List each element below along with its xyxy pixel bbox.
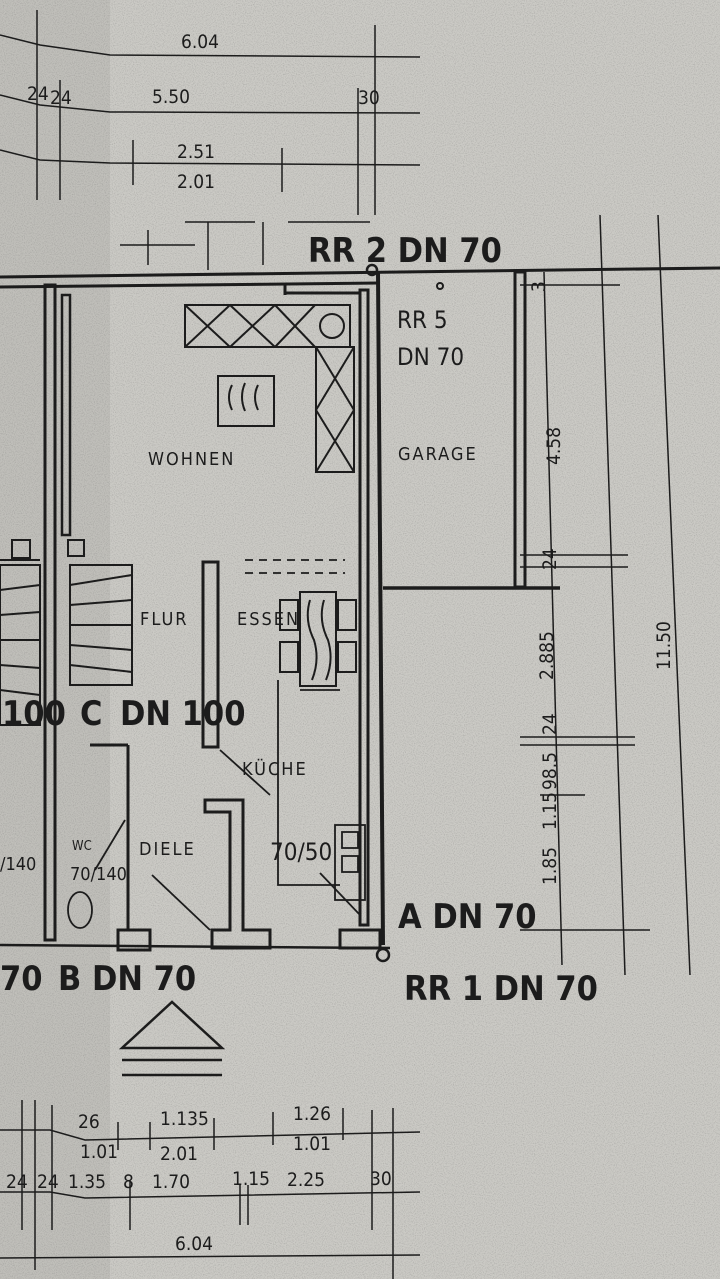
dim-top-wall-a: 24 (27, 83, 49, 105)
dim-right-top-wall: 3 (528, 281, 550, 292)
walls (0, 263, 720, 963)
dim-right-985: 98.5 (539, 752, 561, 790)
pipe-dn100: DN 100 (120, 694, 246, 734)
dim-top-total: 6.04 (181, 31, 219, 53)
room-kueche: KÜCHE (242, 758, 308, 780)
dim-bottom-row3-3: 8 (123, 1171, 134, 1193)
dim-bottom-total: 6.04 (175, 1233, 213, 1255)
pipe-left-100: 100 (2, 694, 66, 734)
room-wohnen: WOHNEN (148, 449, 235, 470)
dim-bottom-row3-2: 1.35 (68, 1171, 106, 1193)
dim-bottom-row3-0: 24 (6, 1171, 28, 1193)
dim-right-2885: 2.885 (536, 631, 558, 680)
pipe-c: C (80, 694, 102, 734)
dim-top-lower: 2.01 (177, 171, 215, 193)
dim-bottom-row1-0: 26 (78, 1111, 100, 1133)
dim-bottom-row3-7: 30 (370, 1168, 392, 1190)
dim-bottom-row2-2: 1.01 (293, 1133, 331, 1155)
fixture-size: 70/50 (270, 838, 332, 866)
dim-right-458: 4.58 (543, 427, 565, 465)
dim-right-185: 1.85 (539, 847, 561, 885)
kitchen-counter (184, 304, 355, 473)
neighbor-wc-size: /140 (0, 854, 36, 875)
room-diele: DIELE (139, 839, 196, 860)
room-wc: WC (72, 839, 92, 854)
dim-bottom-row3-5: 1.15 (232, 1168, 270, 1190)
stairs (0, 564, 133, 726)
dim-top-wall-b: 24 (50, 87, 72, 109)
right-dimension-lines (520, 214, 691, 976)
entrance-triangle-icon (118, 1000, 226, 1077)
dim-bottom-row3-4: 1.70 (152, 1171, 190, 1193)
dim-bottom-row3-1: 24 (37, 1171, 59, 1193)
pipe-left-70: 70 (0, 959, 43, 999)
pipe-b-dn70: B DN 70 (58, 959, 196, 999)
pipe-rr2: RR 2 DN 70 (308, 231, 502, 271)
dim-bottom-row2-0: 1.01 (80, 1141, 118, 1163)
dim-bottom-row2-1: 2.01 (160, 1143, 198, 1165)
dim-right-total: 11.50 (653, 621, 675, 670)
wc-size: 70/140 (70, 864, 127, 885)
dim-right-115: 1.15 (539, 792, 561, 830)
dim-right-wall-2: 24 (539, 713, 561, 735)
top-dimension-lines (0, 10, 421, 270)
dim-top-upper: 2.51 (177, 141, 215, 163)
bottom-dimension-lines (0, 1100, 421, 1279)
room-garage: GARAGE (398, 444, 478, 465)
fireplace-icon (217, 375, 275, 427)
dim-top-wall-right: 30 (358, 87, 380, 109)
kitchen-units (67, 559, 366, 931)
dim-bottom-row1-1: 1.135 (160, 1108, 209, 1130)
room-flur: FLUR (140, 609, 189, 630)
pipe-rr1: RR 1 DN 70 (404, 969, 598, 1009)
dim-right-wall-1: 24 (539, 548, 561, 570)
dim-bottom-row3-6: 2.25 (287, 1169, 325, 1191)
dim-top-inner: 5.50 (152, 86, 190, 108)
room-essen: ESSEN (237, 609, 300, 630)
pipe-rr5-line2: DN 70 (397, 343, 464, 371)
dim-bottom-row1-2: 1.26 (293, 1103, 331, 1125)
dining-table (279, 591, 357, 687)
pipe-rr5-line1: RR 5 (397, 306, 448, 334)
pipe-a-dn70: A DN 70 (398, 897, 537, 937)
